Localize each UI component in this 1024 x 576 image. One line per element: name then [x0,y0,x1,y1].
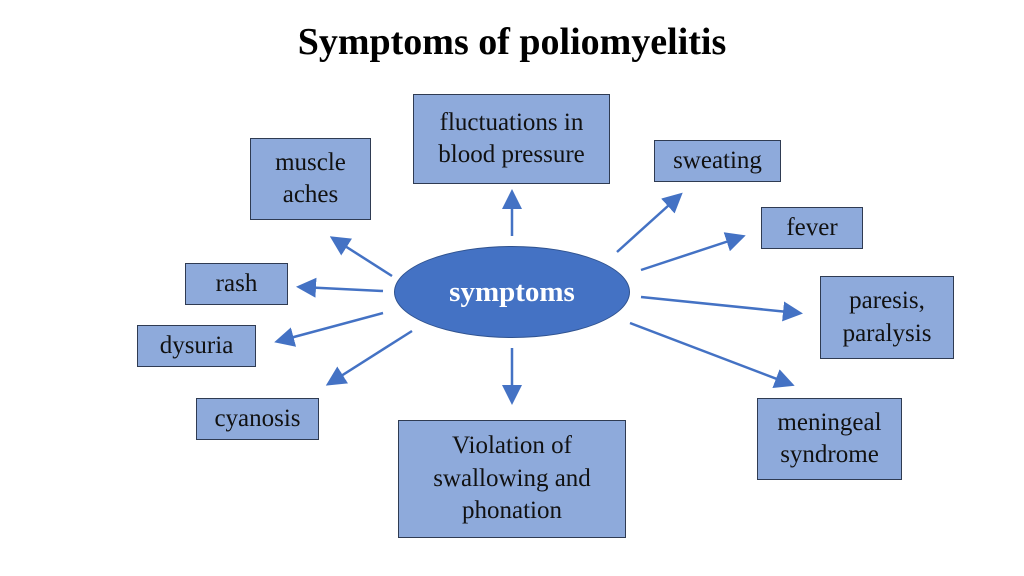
symptom-box-fluctuations: fluctuations in blood pressure [413,94,610,184]
symptom-box-sweating: sweating [654,140,781,182]
arrow-to-sweating [616,192,683,253]
symptom-box-cyanosis: cyanosis [196,398,319,440]
arrow-to-meningeal [629,321,795,389]
symptom-box-violation-swallowing: Violation of swallowing and phonation [398,420,626,538]
arrow-to-cyanosis [325,329,413,386]
diagram-title: Symptoms of poliomyelitis [297,21,727,63]
symptom-box-meningeal: meningeal syndrome [757,398,902,480]
arrow-to-rash [296,277,384,298]
arrow-to-dysuria [274,311,384,347]
center-node-symptoms: symptoms [394,246,630,338]
arrow-to-muscle [329,236,393,278]
symptom-box-fever: fever [761,207,863,249]
symptom-box-muscle-aches: muscle aches [250,138,371,220]
arrow-to-fever [640,232,746,272]
arrow-to-paresis [640,295,803,322]
symptom-box-paresis: paresis, paralysis [820,276,954,359]
symptom-box-rash: rash [185,263,288,305]
symptom-box-dysuria: dysuria [137,325,256,367]
